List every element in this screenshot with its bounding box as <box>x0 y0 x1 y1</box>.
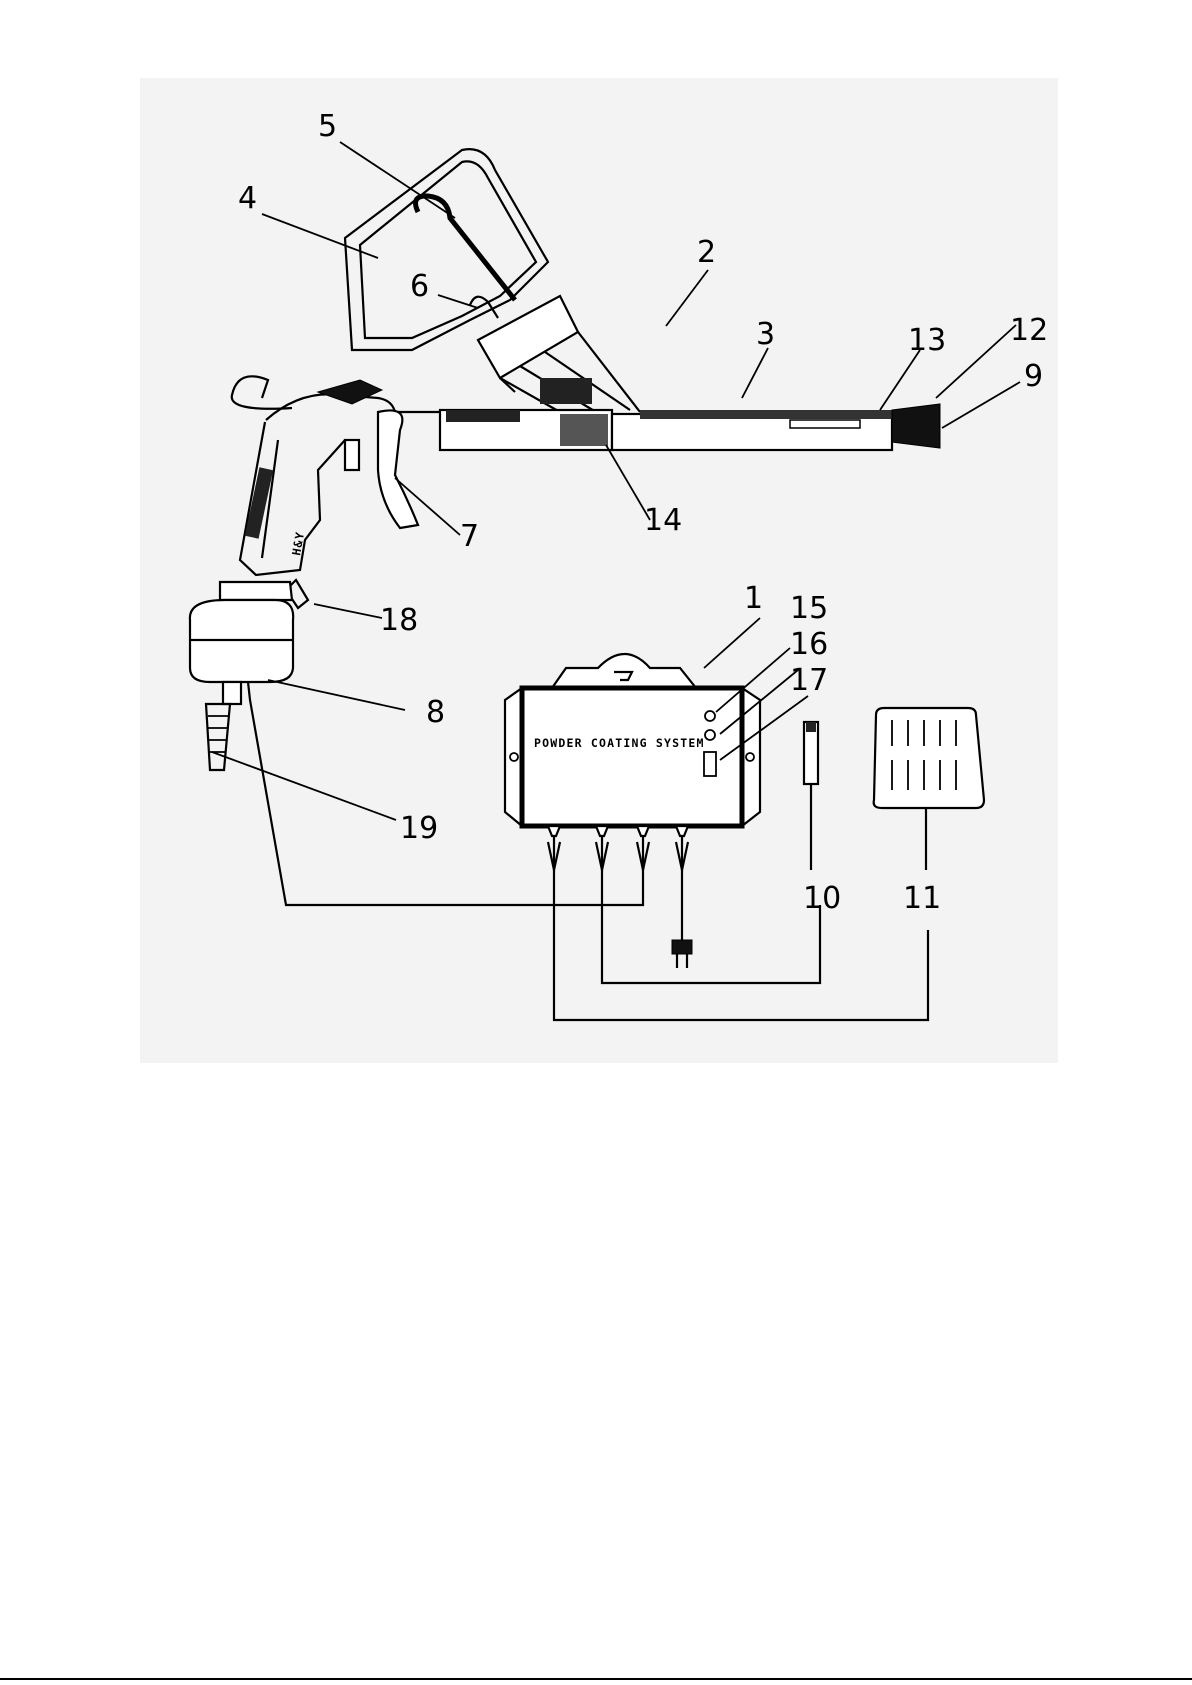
power-plug <box>672 940 692 954</box>
part-label-7: 7 <box>460 519 479 554</box>
part-label-12: 12 <box>1010 313 1048 348</box>
part-label-3: 3 <box>756 317 775 352</box>
part-label-5: 5 <box>318 109 337 144</box>
hopper-neck-mesh <box>540 378 592 404</box>
part-label-13: 13 <box>908 323 946 358</box>
part-label-9: 9 <box>1024 359 1043 394</box>
part-label-15: 15 <box>790 591 828 626</box>
part-label-8: 8 <box>426 695 445 730</box>
part-label-2: 2 <box>697 235 716 270</box>
part-label-18: 18 <box>380 603 418 638</box>
part-label-11: 11 <box>903 881 941 916</box>
barrel-mesh <box>560 414 608 446</box>
control-box-label: POWDER COATING SYSTEM <box>534 736 705 750</box>
part-label-1: 1 <box>744 581 763 616</box>
part-label-4: 4 <box>238 181 257 216</box>
part-label-10: 10 <box>803 881 841 916</box>
page-bottom-rule <box>0 1678 1192 1680</box>
part-label-17: 17 <box>790 663 828 698</box>
part-label-6: 6 <box>410 269 429 304</box>
part-label-16: 16 <box>790 627 828 662</box>
part-label-14: 14 <box>644 503 682 538</box>
part-label-19: 19 <box>400 811 438 846</box>
